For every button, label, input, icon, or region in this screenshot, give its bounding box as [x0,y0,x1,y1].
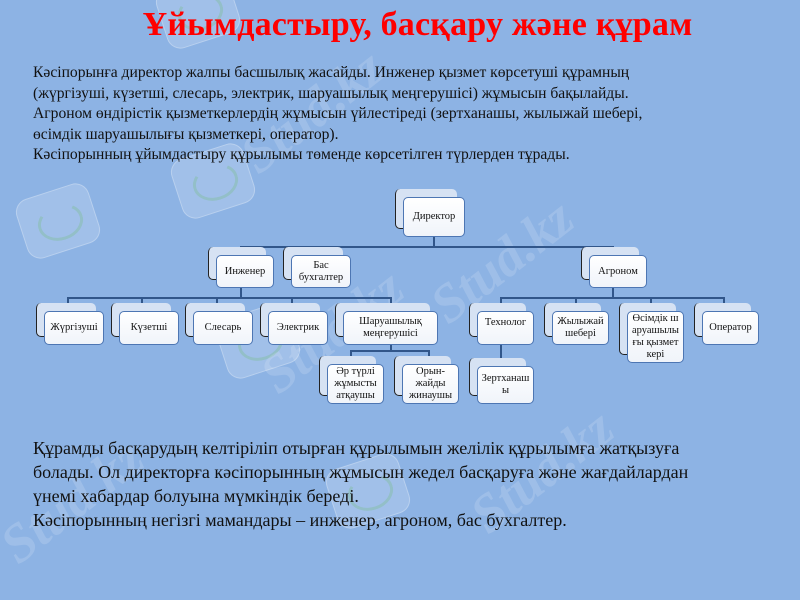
node-greenhouse-master: Жылыжай шебері [544,303,609,345]
connector [240,246,614,248]
conclusion-line: болады. Ол директорға кәсіпорынның жұмыс… [33,462,689,482]
connector [350,350,430,352]
connector [67,297,392,299]
node-household-manager: Шаруашылық меңгерушісі [335,303,438,345]
node-handyman: Әр түрлі жұмысты атқаушы [319,356,384,404]
connector [390,341,392,351]
connector [500,297,725,299]
node-crop-worker: Өсімдік шаруашылығы қызметкері [619,303,684,363]
intro-line: Кәсіпорынға директор жалпы басшылық жаса… [33,64,630,81]
node-engineer: Инженер [208,247,274,288]
node-agronomist: Агроном [581,247,647,288]
intro-line: өсімдік шаруашылығы қызметкері, оператор… [33,125,339,143]
intro-line: Кәсіпорынның ұйымдастыру құрылымы төменд… [33,146,570,163]
connector [612,288,614,298]
conclusion-line: Құрамды басқарудың келтіріліп отырған құ… [33,438,680,458]
node-electrician: Электрик [260,303,328,345]
node-director: Директор [395,189,465,237]
node-chief-accountant: Бас бухгалтер [283,247,351,288]
node-technologist: Технолог [469,303,534,345]
connector [433,237,435,247]
intro-line: Агроном өндірістік қызметкерлердің жұмыс… [33,105,643,122]
conclusion-paragraph: Құрамды басқарудың келтіріліп отырған құ… [33,436,793,532]
intro-line: (жүргізуші, күзетші, слесарь, электрик, … [33,84,629,102]
node-guard: Күзетші [111,303,179,345]
connector [240,288,242,298]
conclusion-line: үнемі хабардар болуына мүмкіндік береді. [33,486,359,506]
node-lab-assistant: Зертханашы [469,358,534,404]
node-locksmith: Слесарь [185,303,253,345]
slide-title: Ұйымдастыру, басқару және құрам [142,6,693,43]
node-cleaner: Орын-жайды жинаушы [394,356,459,404]
conclusion-line: Кәсіпорынның негізгі мамандары – инженер… [33,510,567,530]
node-operator: Оператор [694,303,759,345]
node-driver: Жүргізуші [36,303,104,345]
connector [500,341,502,366]
intro-paragraph: Кәсіпорынға директор жалпы басшылық жаса… [33,63,783,166]
